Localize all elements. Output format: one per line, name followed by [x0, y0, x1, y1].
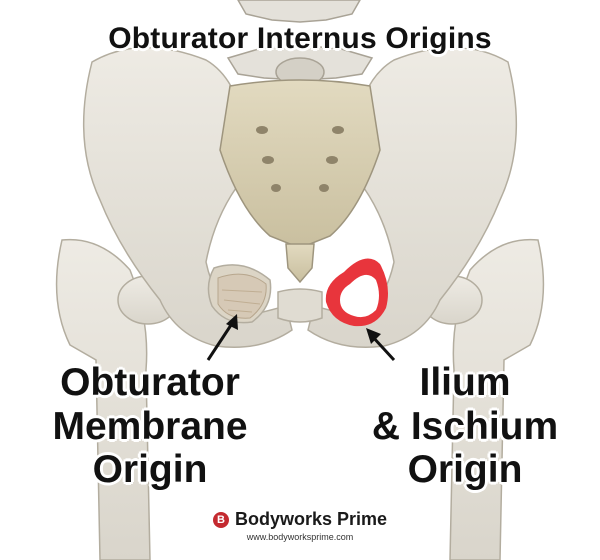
brand-row: B Bodyworks Prime: [212, 509, 388, 530]
label-line: Membrane: [52, 404, 248, 448]
pubic-symphysis: [277, 288, 323, 323]
brand-logo-icon: B: [212, 511, 229, 528]
left-femur: [55, 238, 179, 560]
label-line: Obturator: [60, 361, 240, 404]
label-line: Ilium: [419, 361, 511, 404]
pointer-arrow-left: [206, 314, 238, 361]
page-title: Obturator Internus Origins: [108, 22, 492, 55]
brand-url: www.bodyworksprime.com: [246, 532, 354, 542]
sacral-foramina: [256, 126, 344, 192]
pointer-arrow-right: [366, 328, 396, 362]
label-line: Origin: [407, 448, 523, 492]
label-line: & Ischium: [371, 404, 559, 448]
obturator-membrane: [217, 273, 267, 319]
lumbar-vertebrae: [226, 0, 374, 87]
ilium-ischium-label: Ilium & Ischium Origin: [345, 361, 585, 492]
brand-name: Bodyworks Prime: [234, 509, 388, 529]
label-line: Origin: [92, 448, 208, 492]
sacrum: [219, 79, 381, 284]
ilium-ischium-origin-highlight: [325, 258, 388, 327]
brand-footer: B Bodyworks Prime www.bodyworksprime.com: [0, 509, 600, 542]
obturator-membrane-label: Obturator Membrane Origin: [30, 361, 270, 492]
